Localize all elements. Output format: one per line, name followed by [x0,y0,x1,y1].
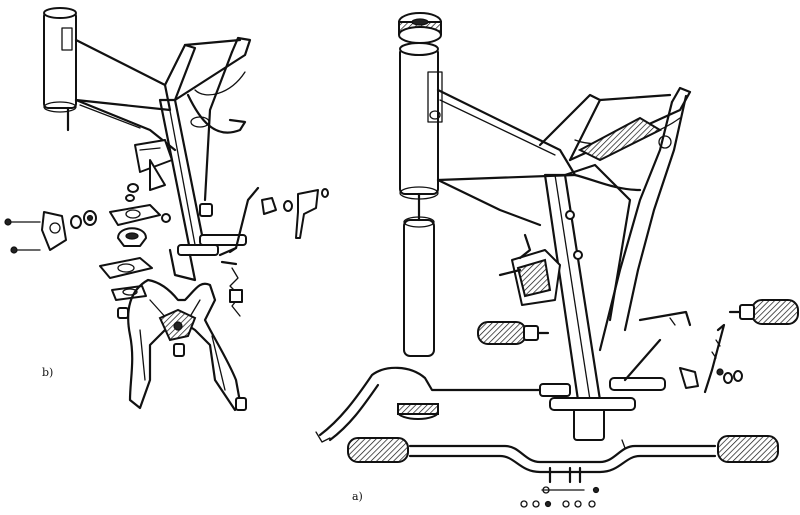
pivot-hardware-b [261,188,329,239]
footrest-rubber-a [477,321,550,345]
view-b-frame-assembly [4,7,329,412]
steering-head-tube-a [399,42,443,200]
exploded-bolts-b [4,210,97,254]
handlebar-clamp-bolts-a [520,466,600,508]
brake-pedal-a [315,366,571,443]
figure-label-b: b) [42,366,54,379]
center-bracket-b [134,139,213,282]
handlebar-a [347,435,779,474]
head-bearing-a [398,12,442,44]
brake-lever-b [218,186,260,317]
kick-lever-a [679,323,743,394]
seat-rails-b [163,36,252,202]
figure-label-a: a) [352,490,363,503]
engine-mount-stack-b [99,183,161,319]
frame-top-tube-b [74,38,177,152]
steering-head-tube-b [43,7,77,132]
seat-rails-a [568,86,692,352]
down-tube-b [158,98,247,256]
right-footrest-a [728,299,799,325]
view-a-frame-assembly [315,12,799,508]
stand-pivot-a [549,310,692,411]
battery-tray-a [498,233,561,306]
fork-tube-a [403,192,435,357]
lower-cradle-b [127,278,247,412]
frame-top-tube-a [436,88,602,227]
